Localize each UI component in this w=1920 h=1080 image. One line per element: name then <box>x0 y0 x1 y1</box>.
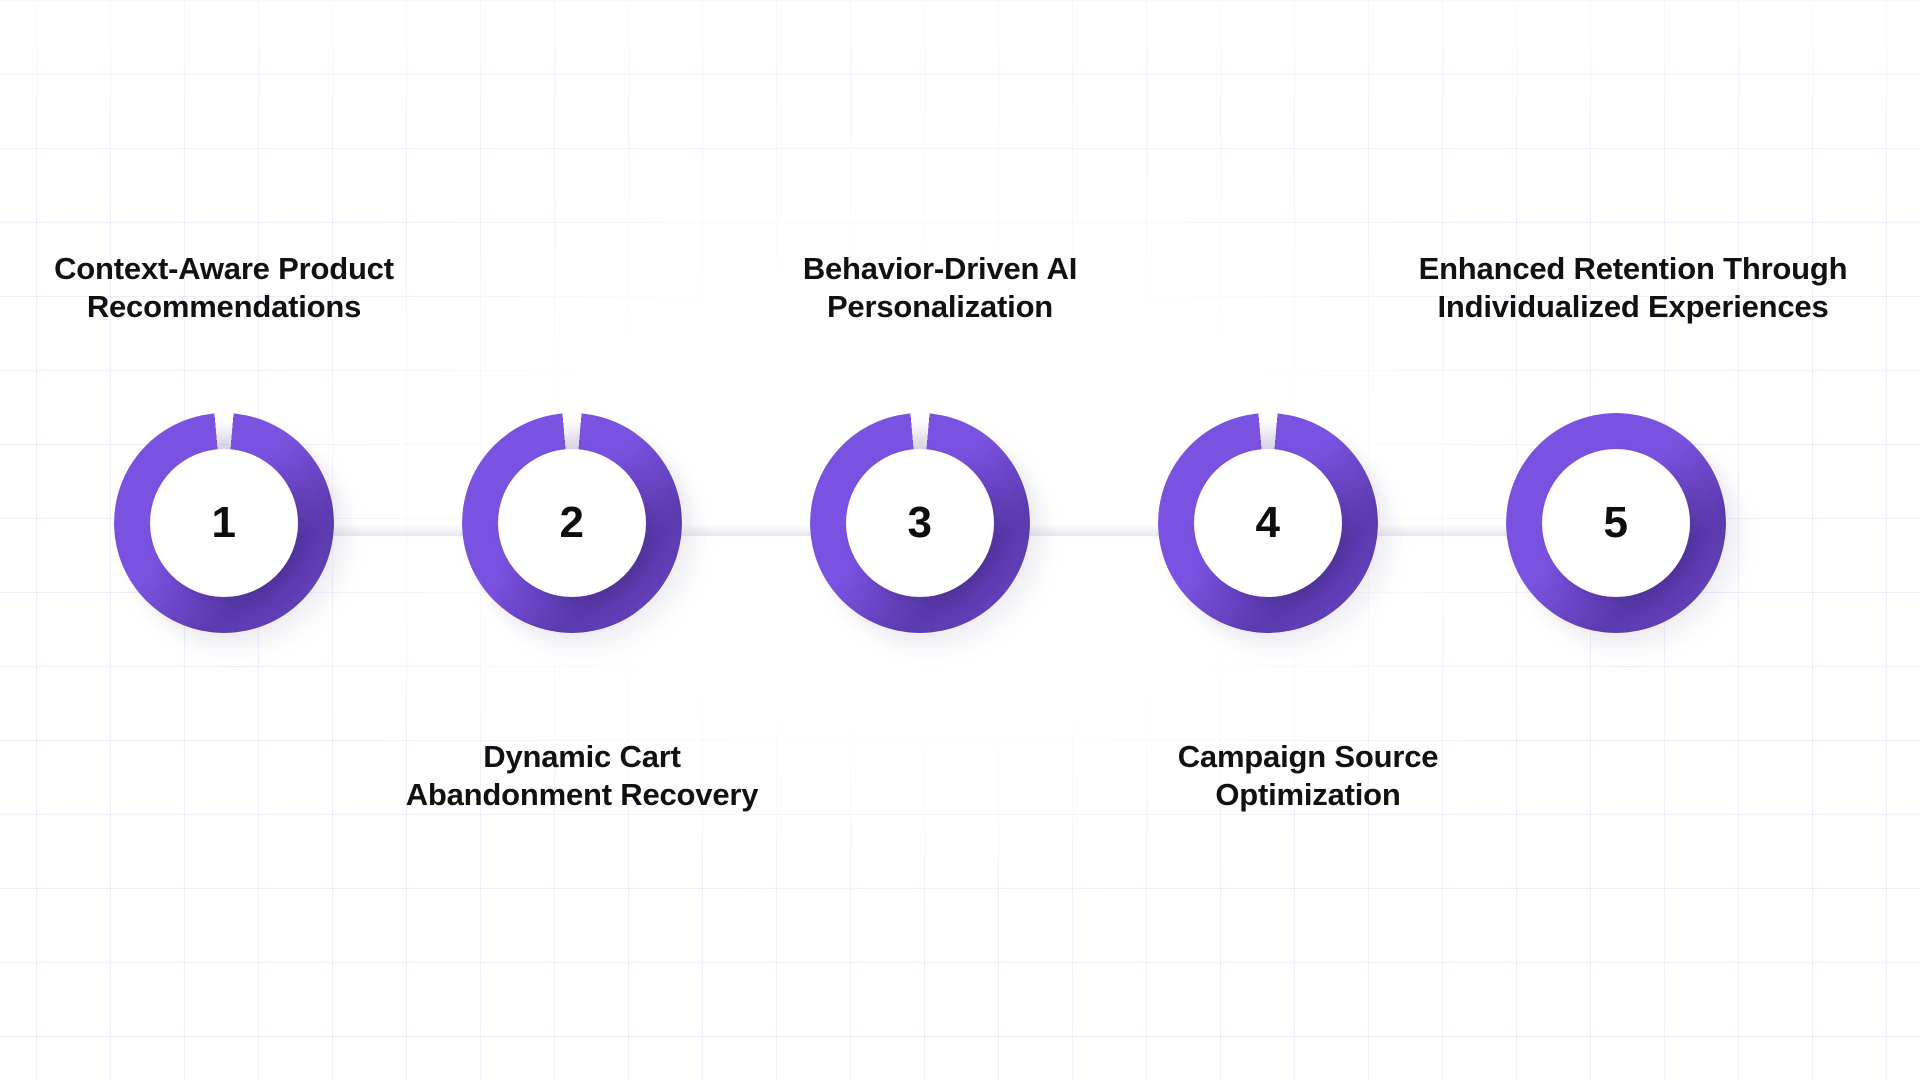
step-disc: 4 <box>1194 449 1342 597</box>
step-caption-1: Context-Aware Product Recommendations <box>54 251 394 324</box>
step-number: 1 <box>211 498 237 547</box>
step-node-1[interactable]: 1 <box>114 413 350 651</box>
step-disc: 1 <box>150 449 298 597</box>
step-number: 4 <box>1255 498 1281 547</box>
step-caption-3: Behavior-Driven AI Personalization <box>802 251 1078 324</box>
step-disc: 2 <box>498 449 646 597</box>
step-number: 5 <box>1603 498 1629 547</box>
step-number: 3 <box>907 498 933 547</box>
step-disc: 3 <box>846 449 994 597</box>
step-disc: 5 <box>1542 449 1690 597</box>
step-number: 2 <box>559 498 585 547</box>
step-caption-4: Campaign Source Optimization <box>1177 739 1439 812</box>
step-node-3[interactable]: 3 <box>810 413 1046 651</box>
step-node-4[interactable]: 4 <box>1158 413 1394 651</box>
step-caption-5: Enhanced Retention Through Individualize… <box>1418 251 1848 324</box>
step-node-2[interactable]: 2 <box>462 413 698 651</box>
step-node-5[interactable]: 5 <box>1506 413 1742 651</box>
step-caption-2: Dynamic Cart Abandonment Recovery <box>405 739 759 812</box>
